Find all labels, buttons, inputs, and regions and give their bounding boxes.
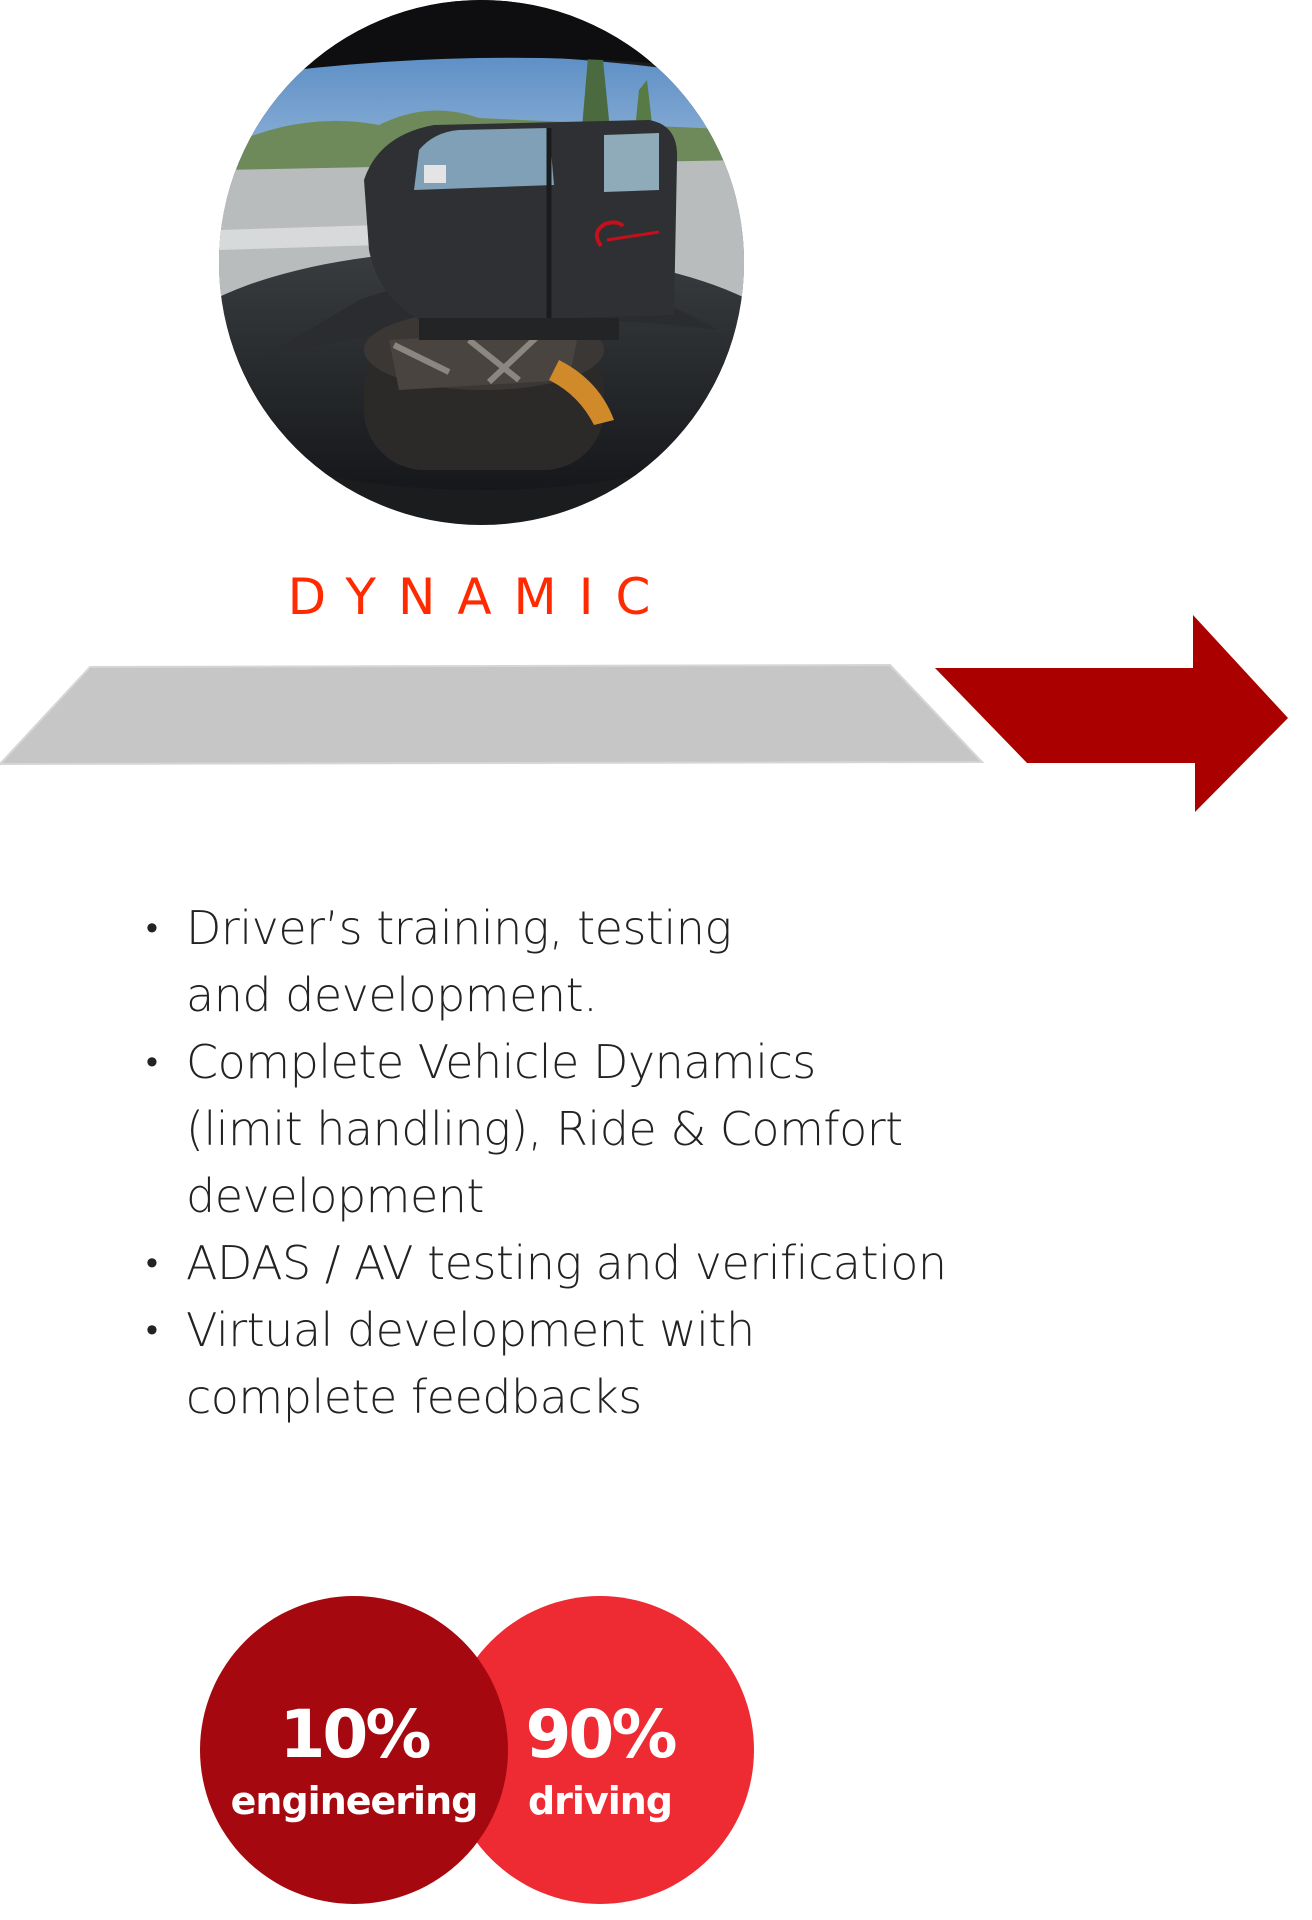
process-flow-graphic — [0, 615, 1288, 812]
driving-label: driving — [527, 1779, 673, 1823]
bullet-dot-icon: • — [146, 1310, 158, 1350]
engineering-label: engineering — [230, 1779, 479, 1823]
feature-text: Driver’s training, testing — [186, 901, 732, 955]
feature-text: Virtual development with — [186, 1303, 755, 1357]
bullet-dot-icon: • — [146, 1243, 158, 1283]
feature-text: (limit handling), Ride & Comfort — [186, 1102, 903, 1156]
feature-item: • Driver’s training, testing and develop… — [146, 895, 1146, 1029]
engineering-percentage: 10% — [279, 1696, 432, 1773]
driving-percentage: 90% — [525, 1696, 678, 1773]
bullet-dot-icon: • — [146, 908, 158, 948]
feature-list: • Driver’s training, testing and develop… — [146, 895, 1146, 1431]
feature-item: • ADAS / AV testing and verification — [146, 1230, 1146, 1297]
feature-text: complete feedbacks — [186, 1370, 642, 1424]
section-title: DYNAMIC — [287, 568, 673, 626]
red-arrow-icon — [935, 615, 1288, 812]
engineering-share-circle: 10% engineering — [200, 1596, 508, 1904]
feature-text: Complete Vehicle Dynamics — [186, 1035, 816, 1089]
simulator-photo-illustration — [219, 0, 744, 525]
gray-process-bar — [0, 663, 985, 766]
feature-text: ADAS / AV testing and verification — [186, 1236, 947, 1290]
feature-text: and development. — [186, 968, 598, 1022]
feature-item: • Complete Vehicle Dynamics (limit handl… — [146, 1029, 1146, 1230]
bullet-dot-icon: • — [146, 1042, 158, 1082]
feature-text: development — [186, 1169, 484, 1223]
engineering-driving-split: 90% driving 10% engineering — [200, 1596, 770, 1906]
simulator-photo — [219, 0, 744, 525]
feature-item: • Virtual development with complete feed… — [146, 1297, 1146, 1431]
